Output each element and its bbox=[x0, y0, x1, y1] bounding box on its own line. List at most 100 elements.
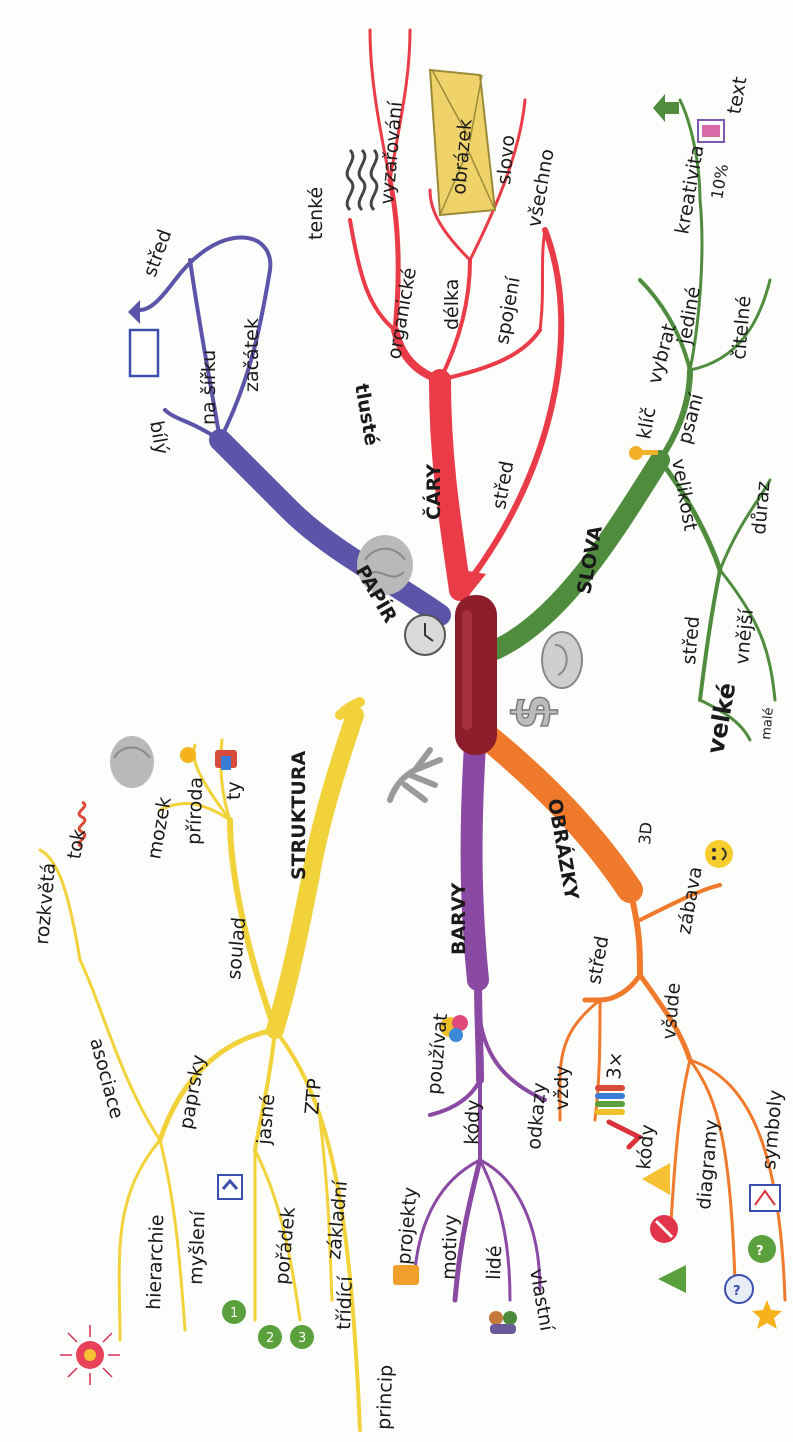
svg-text:1: 1 bbox=[230, 1306, 238, 1321]
warning-icon bbox=[642, 1163, 670, 1195]
ear-icon bbox=[541, 631, 583, 689]
structure-label-mysleni: myšlení bbox=[185, 1210, 210, 1285]
branch-paper-trunk bbox=[209, 429, 451, 626]
images-label-diagramy: diagramy bbox=[693, 1119, 723, 1211]
brain-icon bbox=[110, 736, 154, 788]
wave-icon bbox=[345, 148, 379, 212]
images-label-zabava: zábava bbox=[673, 865, 707, 936]
words-label-klic: klíč bbox=[633, 406, 660, 441]
envelope-icon bbox=[428, 68, 497, 217]
dollar-icon: $ bbox=[502, 693, 564, 731]
structure-label-tok: tok bbox=[63, 827, 90, 860]
images-label-symboly: symboly bbox=[758, 1089, 787, 1170]
paper-label-zacatek: začátek bbox=[241, 318, 263, 392]
structure-label-princip: princip bbox=[373, 1364, 397, 1430]
images-label-stred: střed bbox=[583, 934, 613, 986]
colors-label-pouzivat: používat bbox=[423, 1012, 452, 1095]
structure-label-rozkveta: rozkvětá bbox=[31, 862, 60, 946]
colors-label-odkazy: odkazy bbox=[523, 1082, 551, 1151]
question-icon: ? bbox=[748, 1235, 776, 1263]
branch-lines-trunk bbox=[429, 369, 471, 601]
structure-label-asociace: asociace bbox=[85, 1036, 128, 1122]
words-label-velke: velké bbox=[701, 681, 741, 757]
lines-label-slovo: slovo bbox=[493, 134, 519, 185]
sparkle-icon bbox=[60, 1325, 120, 1385]
branch-lines bbox=[348, 28, 565, 601]
words-label-citelne: čitelné bbox=[728, 295, 755, 361]
structure-label-hierarchie: hierarchie bbox=[143, 1214, 168, 1310]
branch-title-colors: BARVY bbox=[448, 882, 470, 955]
svg-text:?: ? bbox=[733, 1284, 741, 1299]
svg-text:2: 2 bbox=[266, 1331, 274, 1346]
svg-text:$: $ bbox=[503, 694, 563, 730]
branch-structure-trunk bbox=[266, 706, 364, 1039]
number-3-icon: 3 bbox=[290, 1325, 314, 1349]
branch-words-trunk bbox=[485, 450, 670, 660]
branch-images-trunk bbox=[472, 722, 643, 903]
colors-label-lide: lidé bbox=[483, 1245, 506, 1280]
folder-icon bbox=[393, 1265, 419, 1285]
checkbox-icon bbox=[217, 1174, 243, 1200]
structure-label-mozek: mozek bbox=[143, 795, 176, 861]
question-icon: ? bbox=[724, 1274, 754, 1304]
triangle-icon bbox=[658, 1265, 686, 1293]
branch-structure bbox=[38, 697, 365, 1432]
number-2-icon: 2 bbox=[258, 1325, 282, 1349]
rectangle-icon bbox=[128, 328, 160, 378]
colors-label-vlastni: vlastní bbox=[525, 1267, 558, 1333]
structure-label-ztp: ZTP bbox=[301, 1078, 326, 1116]
lines-label-delka: délka bbox=[441, 279, 463, 330]
paper-label-stred: střed bbox=[139, 227, 176, 280]
svg-text:3: 3 bbox=[298, 1331, 306, 1346]
images-label-3d: 3D bbox=[635, 821, 656, 845]
branch-words bbox=[485, 98, 777, 742]
images-label-kody: kódy bbox=[633, 1123, 659, 1170]
structure-label-ty: ty bbox=[223, 781, 245, 800]
central-shape bbox=[455, 595, 497, 755]
lines-label-spojeni: spojení bbox=[491, 274, 525, 345]
paper-label-bily: bílý bbox=[145, 419, 173, 456]
branch-colors-trunk bbox=[460, 734, 489, 991]
structure-label-jasne: jasné bbox=[253, 1093, 279, 1146]
words-label-duraz: důraz bbox=[748, 480, 775, 535]
hand-icon bbox=[387, 747, 443, 803]
colors-label-vzdy: vždy bbox=[551, 1065, 573, 1110]
envelope-icon bbox=[749, 1184, 781, 1212]
stop-icon bbox=[650, 1215, 678, 1243]
branch-images bbox=[472, 722, 787, 1302]
images-label-3x: 3× bbox=[603, 1051, 627, 1081]
colors-label-motivy: motivy bbox=[438, 1214, 462, 1280]
branch-title-lines: ČÁRY bbox=[421, 464, 445, 520]
paint-icon bbox=[440, 1015, 468, 1042]
words-label-jedine: jediné bbox=[673, 285, 705, 347]
svg-text:?: ? bbox=[756, 1244, 764, 1259]
sun-icon bbox=[180, 747, 196, 763]
branch-colors bbox=[413, 734, 547, 1303]
structure-label-soulad: soulad bbox=[223, 916, 250, 980]
crayons-icon bbox=[595, 1085, 625, 1115]
words-label-psani: psaní bbox=[674, 391, 709, 447]
star-icon bbox=[752, 1300, 782, 1329]
words-label-text: text bbox=[723, 75, 751, 116]
smiley-icon bbox=[705, 840, 733, 868]
number-1-icon: 1 bbox=[222, 1300, 246, 1324]
brain-icon bbox=[357, 535, 413, 595]
branch-title-structure: STRUKTURA bbox=[288, 751, 310, 880]
words-label-vnejsi: vnější bbox=[731, 608, 758, 666]
lines-label-tluste: tlusté bbox=[350, 382, 383, 447]
wave-icon bbox=[77, 800, 87, 849]
words-label-male: malé bbox=[759, 707, 777, 740]
lines-label-vyzarovani: vyzařování bbox=[376, 100, 407, 206]
lines-label-stred: střed bbox=[488, 459, 518, 511]
structure-label-paprsky: paprsky bbox=[175, 1053, 210, 1131]
lines-label-organicke: organické bbox=[383, 266, 421, 361]
check-icon bbox=[606, 1119, 644, 1150]
colors-label-kody: kódy bbox=[461, 1099, 485, 1145]
paper-label-na-sirku: na šířku bbox=[198, 350, 220, 425]
structure-label-priroda: příroda bbox=[183, 777, 207, 846]
words-label-velikost: velikost bbox=[667, 457, 701, 533]
paint-icon bbox=[215, 750, 237, 770]
lines-label-tenke: tenké bbox=[305, 187, 327, 240]
lines-label-vsechno: všechno bbox=[523, 147, 558, 229]
